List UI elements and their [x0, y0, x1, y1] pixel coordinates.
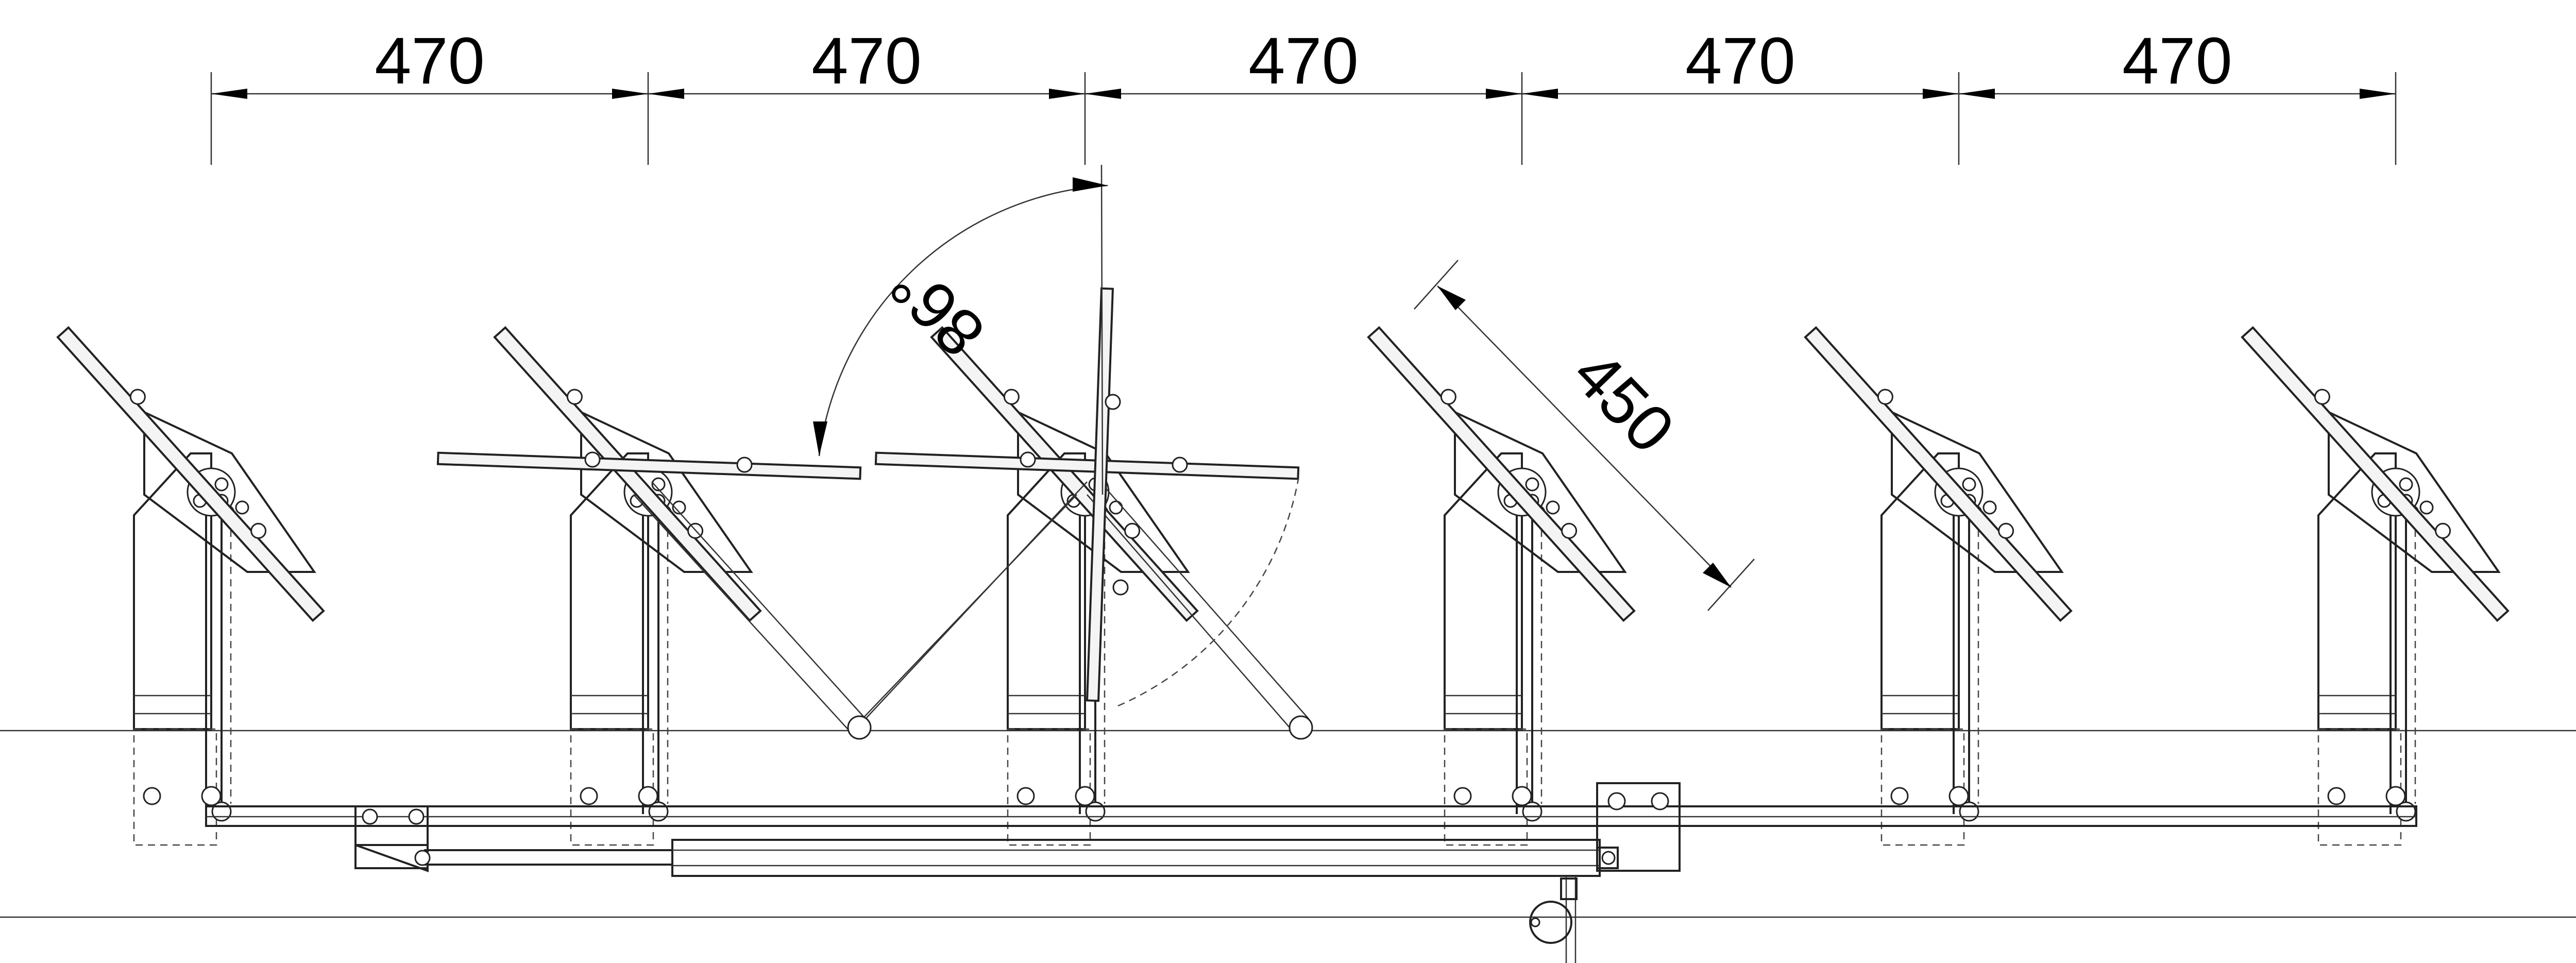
angle-label: 86° — [876, 248, 998, 371]
station-1 — [57, 318, 334, 846]
length-label: 450 — [1559, 336, 1688, 467]
station-6 — [2241, 318, 2518, 846]
station-3 — [930, 318, 1208, 846]
spacing-label-4: 470 — [1685, 24, 1795, 98]
station-5 — [1804, 318, 2081, 846]
board-1 — [57, 318, 334, 622]
spacing-label-5: 470 — [2122, 24, 2232, 98]
spacing-label-3: 470 — [1248, 24, 1359, 98]
spacing-label-2: 470 — [811, 24, 922, 98]
spacing-dimensions: 470 470 470 470 470 — [210, 24, 2397, 165]
rail-lines — [0, 730, 2576, 918]
spacing-label-1: 470 — [375, 24, 485, 98]
board-5 — [1804, 318, 2081, 622]
stations — [57, 318, 2518, 846]
board-6 — [2241, 318, 2518, 622]
linkage — [205, 782, 2417, 963]
flat-boards — [436, 451, 1300, 480]
station-2 — [494, 318, 771, 846]
folding-arms — [633, 287, 1313, 740]
